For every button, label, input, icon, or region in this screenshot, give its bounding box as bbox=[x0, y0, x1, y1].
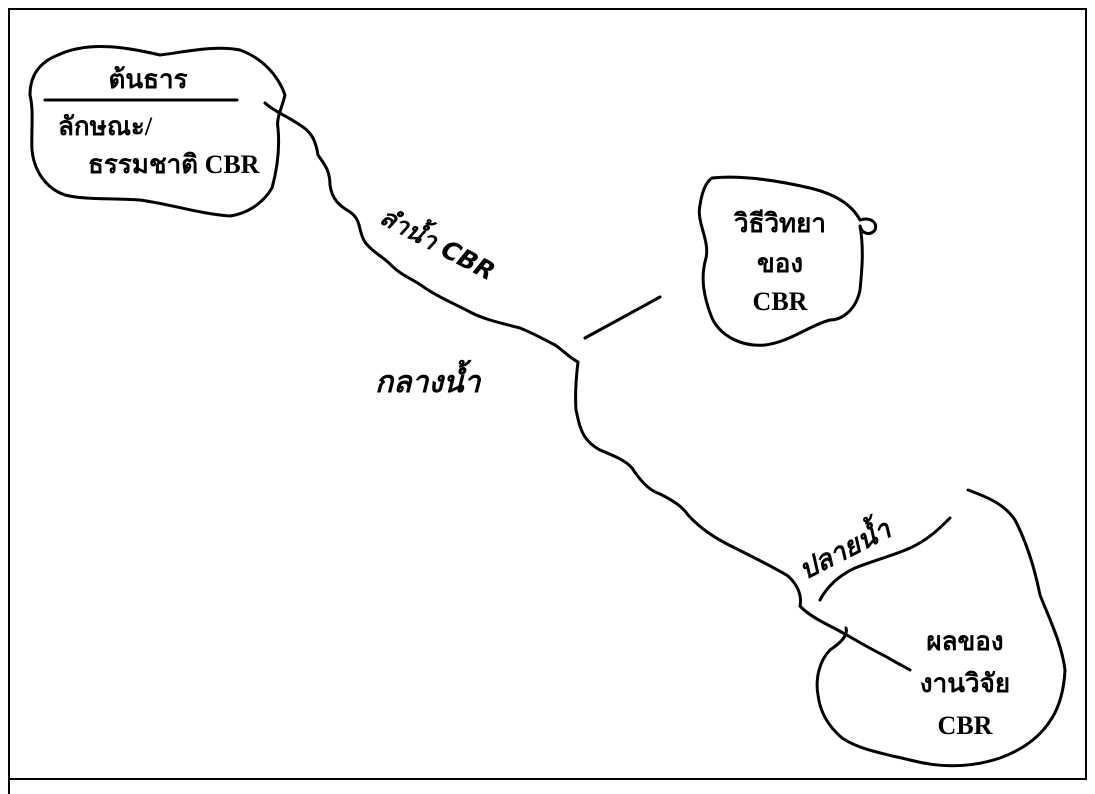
midstream-label: กลางน้ำ bbox=[375, 359, 482, 400]
stream-label: ลำน้ำ CBR bbox=[375, 198, 502, 286]
results-line-3: CBR bbox=[938, 711, 993, 740]
source-blob bbox=[28, 45, 287, 218]
river-line bbox=[263, 101, 912, 672]
results-line-2: งานวิจัย bbox=[920, 669, 1010, 698]
methodology-line-3: CBR bbox=[753, 287, 808, 316]
page-frame bbox=[8, 8, 1087, 794]
methodology-line-2: ของ bbox=[757, 249, 803, 278]
methodology-blob bbox=[697, 175, 878, 347]
methodology-branch bbox=[583, 295, 662, 340]
source-line-2: ธรรมชาติ CBR bbox=[88, 150, 260, 179]
methodology-line-1: วิธีวิทยา bbox=[734, 209, 826, 238]
results-line-1: ผลของ bbox=[926, 627, 1003, 656]
results-blob bbox=[815, 488, 1067, 768]
source-line-1: ลักษณะ/ bbox=[58, 112, 153, 141]
source-title: ต้นธาร bbox=[108, 65, 187, 94]
estuary-bank bbox=[818, 516, 952, 602]
